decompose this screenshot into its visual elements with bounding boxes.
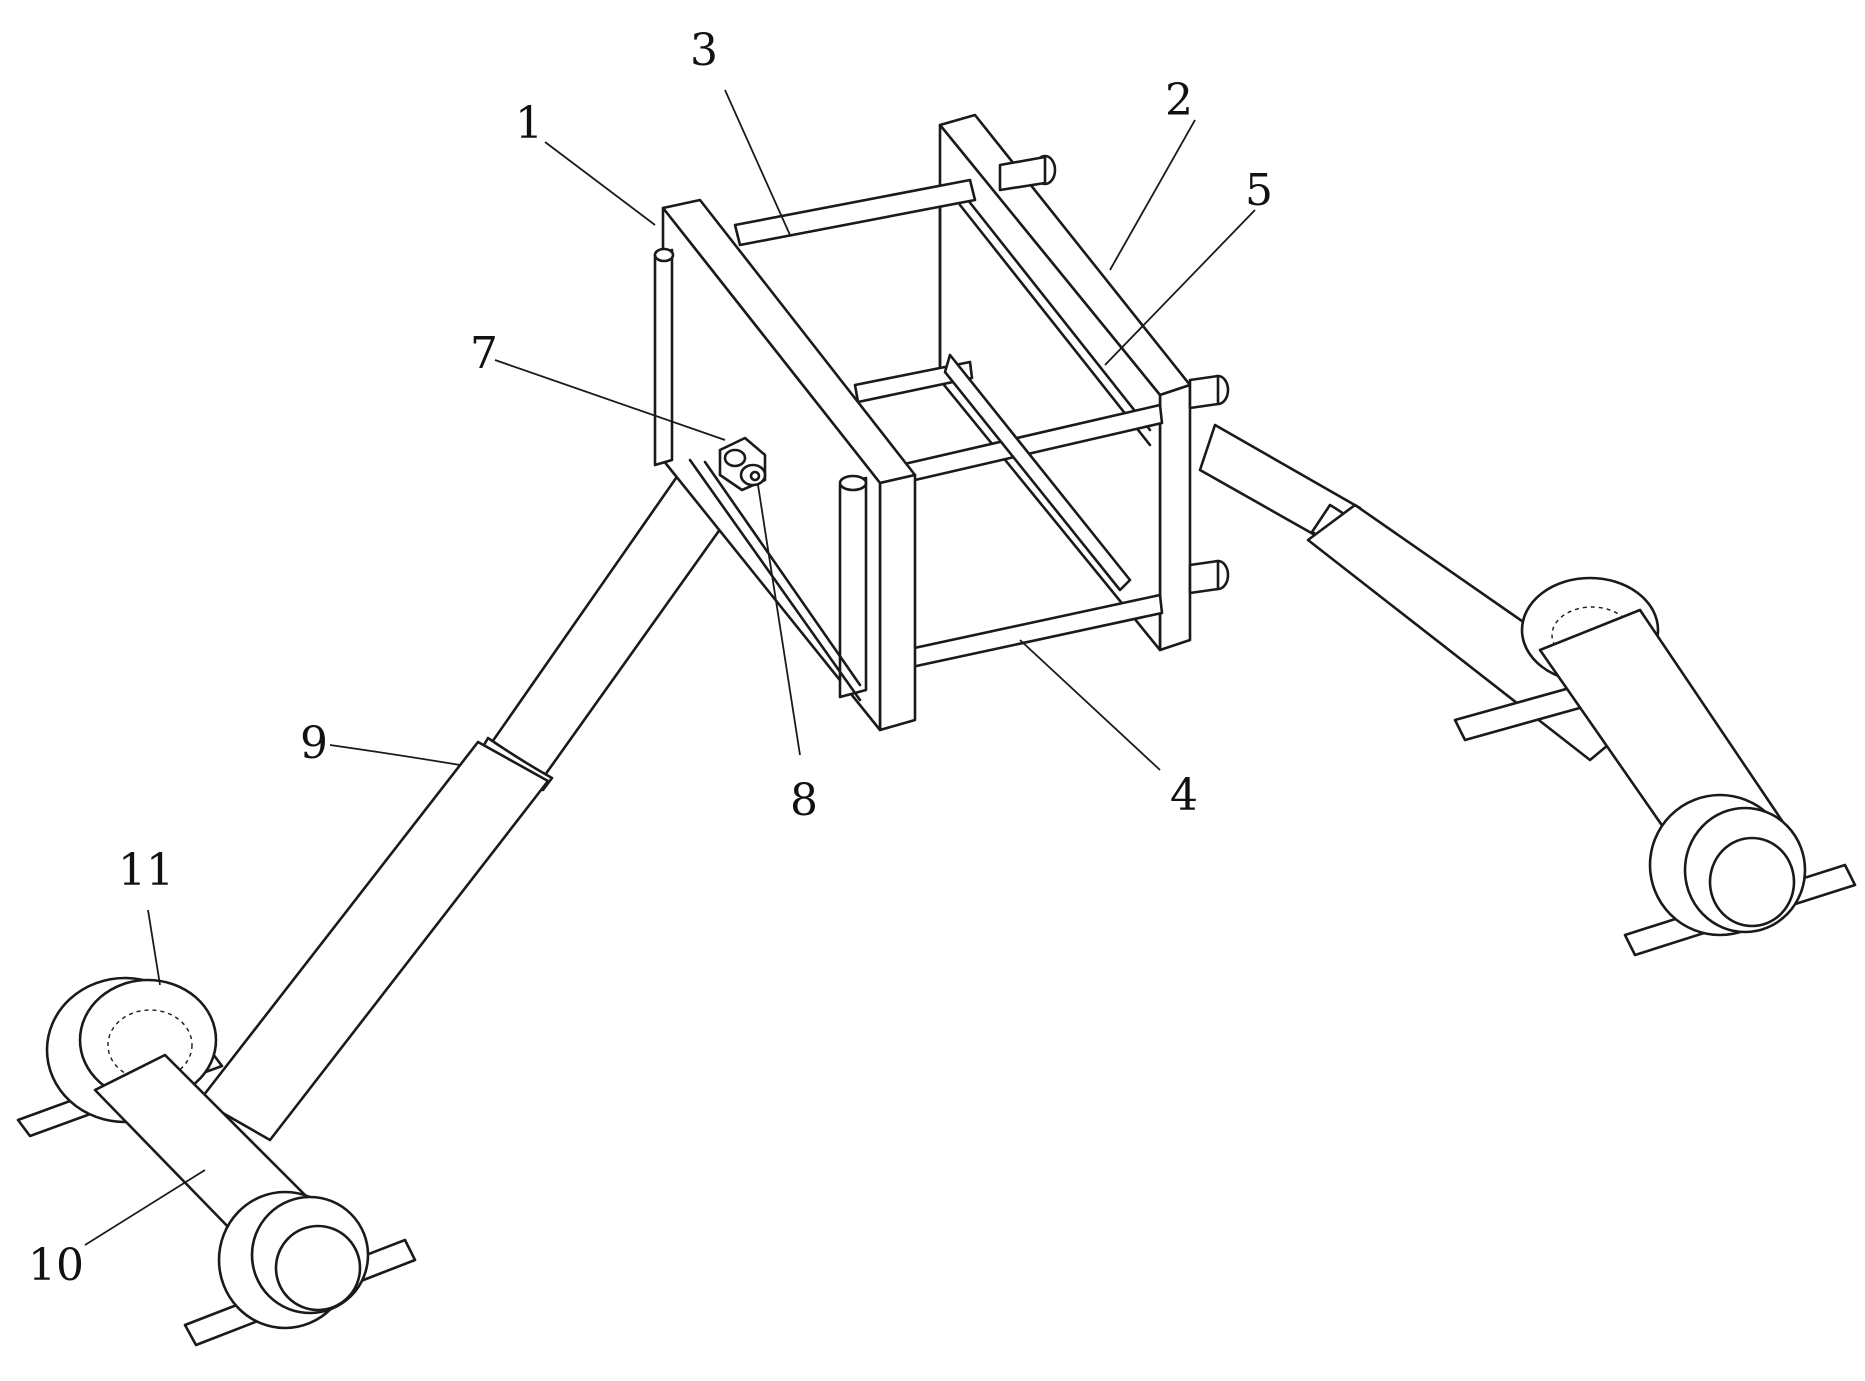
frame-body [653,113,1230,732]
label-8: 8 [790,775,818,826]
left-base-assembly [16,976,417,1347]
part-labels: 1 2 3 4 5 7 8 9 10 11 [28,25,1273,1291]
label-3: 3 [690,25,718,76]
label-2: 2 [1165,75,1193,126]
label-1: 1 [515,98,543,149]
left-telescopic-leg [198,456,750,1142]
label-9: 9 [300,718,328,769]
leader-lines [84,89,1256,1246]
label-11: 11 [118,845,174,896]
label-5: 5 [1245,165,1273,216]
right-base-assembly [1453,576,1857,957]
hinge-bracket [718,436,767,492]
label-7: 7 [470,328,498,379]
label-4: 4 [1170,770,1198,821]
label-10: 10 [28,1240,84,1291]
